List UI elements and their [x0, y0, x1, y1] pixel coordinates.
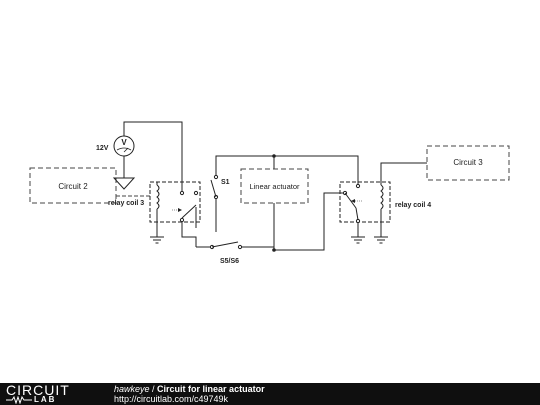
junction-bottom	[272, 248, 276, 252]
junctions	[272, 154, 276, 252]
circuit-title: Circuit for linear actuator	[157, 384, 265, 394]
wire-bus-to-relay4	[274, 192, 345, 251]
circuitlab-logo[interactable]: CIRCUIT LAB	[4, 383, 100, 405]
resistor-wave-icon	[6, 396, 32, 404]
credit-line: hawkeye / Circuit for linear actuator	[114, 384, 265, 394]
linear-actuator-box: Linear actuator	[240, 168, 309, 204]
footer-bar: CIRCUIT LAB hawkeye / Circuit for linear…	[0, 383, 540, 405]
wire-relay3-down	[181, 220, 197, 247]
logo-sub: LAB	[34, 395, 57, 404]
switch-s1: S1	[210, 174, 230, 200]
relay3-label: relay coil 3	[108, 200, 144, 207]
wires	[123, 121, 427, 251]
voltmeter-symbol: V	[121, 138, 127, 147]
circuit2-label: Circuit 2	[58, 182, 88, 191]
ground-icon-relay4-b	[374, 236, 388, 244]
wire-top-bus	[215, 155, 359, 186]
ground-symbols	[150, 236, 388, 244]
circuit3-label: Circuit 3	[453, 158, 483, 167]
s5s6-label: S5/S6	[220, 258, 239, 265]
s1-label: S1	[221, 179, 230, 186]
ground-icon-relay4-a	[351, 236, 365, 244]
circuit2-box: Circuit 2	[29, 167, 117, 204]
voltage-label: 12V	[96, 145, 109, 152]
author-link[interactable]: hawkeye	[114, 384, 150, 394]
ground-triangle-icon	[112, 177, 136, 190]
circuit3-box: Circuit 3	[426, 145, 510, 181]
credit-separator: /	[149, 384, 158, 394]
relay-coil-3: relay coil 3	[108, 181, 201, 223]
ground-icon-relay3	[150, 236, 164, 244]
wire-meter-to-relay3	[123, 121, 183, 193]
relay4-label: relay coil 4	[395, 202, 431, 209]
actuator-label: Linear actuator	[249, 182, 300, 191]
circuit-url[interactable]: http://circuitlab.com/c49749k	[114, 394, 229, 404]
switch-s5s6: S5/S6	[209, 241, 243, 265]
voltmeter-icon	[113, 135, 135, 157]
logo-wordmark: CIRCUIT	[6, 382, 70, 398]
wire-circuit3	[380, 162, 427, 179]
voltmeter: V 12V	[96, 135, 135, 157]
relay-coil-4: relay coil 4	[339, 179, 431, 224]
schematic-canvas: Circuit 2 V 12V relay coil 3 S1 S5/	[29, 121, 510, 265]
junction-top	[272, 154, 276, 158]
